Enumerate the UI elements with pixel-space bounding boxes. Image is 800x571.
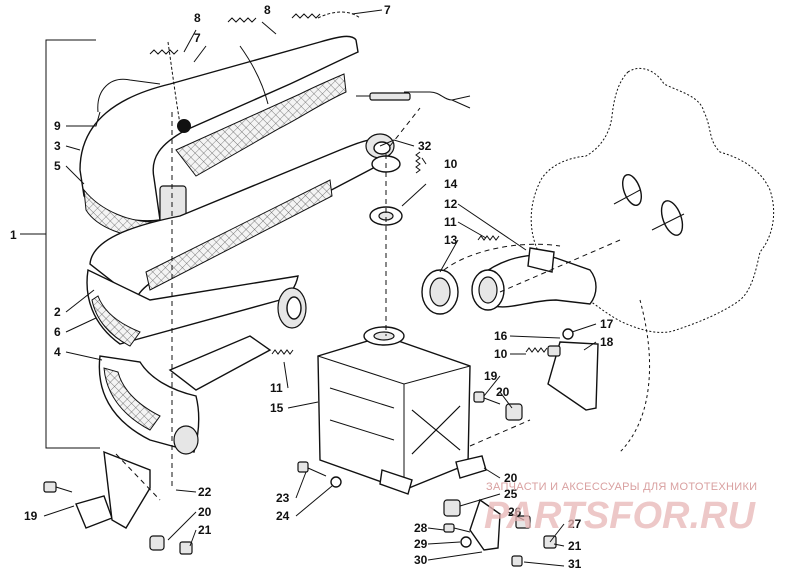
label-15: 15	[270, 401, 284, 415]
label-14: 14	[444, 177, 458, 191]
engine-outline	[530, 68, 775, 453]
label-13: 13	[444, 233, 458, 247]
label-20c: 20	[504, 471, 518, 485]
assembly-bracket	[20, 39, 100, 449]
label-28: 28	[414, 521, 428, 535]
label-8b: 8	[264, 3, 271, 17]
alignment-lines	[115, 107, 621, 501]
label-4: 4	[54, 345, 61, 359]
label-5: 5	[54, 159, 61, 173]
label-21a: 21	[198, 523, 212, 537]
label-32: 32	[418, 139, 432, 153]
label-11a: 11	[444, 215, 457, 229]
muffler-box	[317, 326, 487, 495]
label-20b: 20	[198, 505, 212, 519]
leader-lines	[43, 9, 597, 567]
label-16: 16	[494, 329, 508, 343]
hardware	[43, 328, 574, 567]
gaskets-and-flange	[369, 155, 597, 315]
watermark-tagline: ЗАПЧАСТИ И АКСЕССУАРЫ ДЛЯ МОТОТЕХНИКИ	[486, 481, 757, 493]
label-6: 6	[54, 325, 61, 339]
label-18: 18	[600, 335, 614, 349]
watermark-logo: PARTSFOR.RU	[484, 495, 756, 537]
label-19b: 19	[484, 369, 498, 383]
label-7b: 7	[194, 31, 201, 45]
label-10b: 10	[494, 347, 508, 361]
label-8a: 8	[194, 11, 201, 25]
label-23: 23	[276, 491, 290, 505]
label-27: 27	[568, 517, 582, 531]
label-25: 25	[504, 487, 518, 501]
callout-labels: 1 2 3 4 5 6 7 7 8 8 9 10 10 11 11 12 13 …	[10, 3, 614, 571]
label-1: 1	[10, 228, 17, 242]
exhaust-pipe-middle	[86, 133, 395, 347]
label-17: 17	[600, 317, 614, 331]
label-24: 24	[276, 509, 290, 523]
label-21b: 21	[568, 539, 582, 553]
label-30: 30	[414, 553, 428, 567]
support-brackets	[75, 341, 599, 551]
label-3: 3	[54, 139, 61, 153]
springs	[97, 11, 548, 355]
label-9: 9	[54, 119, 61, 133]
label-31: 31	[568, 557, 582, 571]
label-29: 29	[414, 537, 428, 551]
label-19a: 19	[24, 509, 38, 523]
label-2: 2	[54, 305, 61, 319]
watermark: ЗАПЧАСТИ И АКСЕССУАРЫ ДЛЯ МОТОТЕХНИКИ PA…	[484, 481, 757, 537]
temperature-sensor	[356, 91, 471, 109]
label-12: 12	[444, 197, 458, 211]
exhaust-pipe-lower	[98, 335, 272, 455]
label-22: 22	[198, 485, 212, 499]
label-11b: 11	[270, 381, 283, 395]
label-10a: 10	[444, 157, 458, 171]
label-7a: 7	[384, 3, 391, 17]
label-26: 26	[508, 505, 522, 519]
label-20a: 20	[496, 385, 510, 399]
